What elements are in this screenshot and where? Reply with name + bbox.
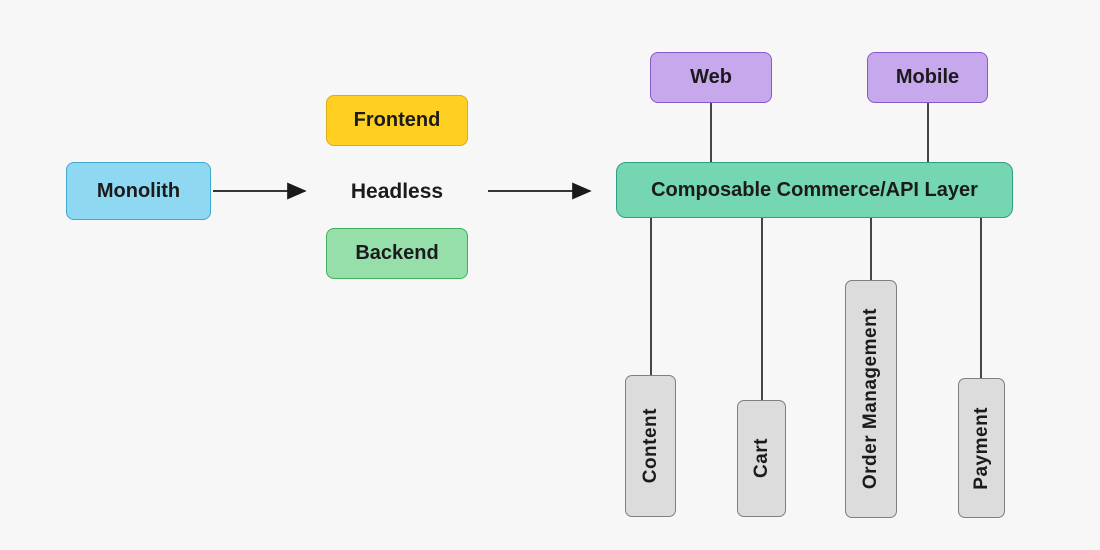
node-service-cart: Cart: [737, 400, 786, 517]
node-cart-label: Cart: [750, 438, 772, 479]
node-service-order-management: Order Management: [845, 280, 897, 518]
node-headless: Headless: [327, 176, 467, 207]
node-frontend-label: Frontend: [353, 109, 441, 131]
node-service-content: Content: [625, 375, 676, 517]
node-headless-label: Headless: [350, 179, 444, 203]
node-web: Web: [650, 52, 772, 103]
node-composable-commerce-api-layer: Composable Commerce/API Layer: [616, 162, 1013, 218]
node-frontend: Frontend: [326, 95, 468, 146]
node-order-management-label: Order Management: [860, 308, 881, 490]
node-backend-label: Backend: [355, 242, 439, 264]
node-mobile: Mobile: [867, 52, 988, 103]
node-monolith: Monolith: [66, 162, 211, 220]
node-web-label: Web: [690, 66, 732, 88]
node-mobile-label: Mobile: [895, 66, 960, 88]
node-service-payment: Payment: [958, 378, 1005, 518]
node-payment-label: Payment: [970, 406, 992, 490]
node-api-label: Composable Commerce/API Layer: [651, 178, 978, 201]
node-monolith-label: Monolith: [96, 179, 181, 202]
node-content-label: Content: [639, 408, 661, 484]
node-backend: Backend: [326, 228, 468, 279]
